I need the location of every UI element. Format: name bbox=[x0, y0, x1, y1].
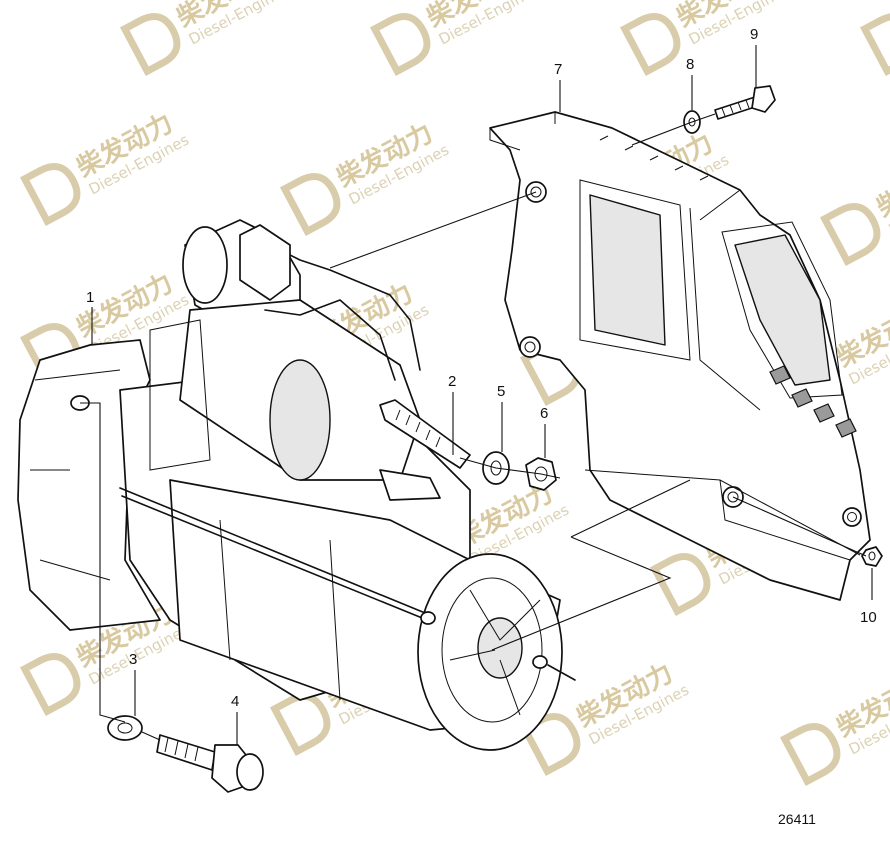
watermark-logo-icon bbox=[519, 712, 581, 776]
callout-8: 8 bbox=[686, 56, 694, 73]
watermark-logo-icon bbox=[779, 722, 841, 786]
mounting-bracket bbox=[489, 111, 871, 601]
callout-3: 3 bbox=[129, 651, 137, 668]
watermark-logo-icon bbox=[119, 12, 181, 76]
bolt-9 bbox=[714, 85, 776, 120]
watermark-cn-text: 柴发动力 bbox=[871, 147, 890, 224]
callout-7: 7 bbox=[554, 61, 562, 78]
figure-number: 26411 bbox=[778, 811, 816, 827]
starter-motor bbox=[17, 219, 576, 751]
callout-9: 9 bbox=[750, 26, 758, 43]
watermark-logo-icon bbox=[649, 552, 711, 616]
watermark-logo-icon bbox=[819, 202, 881, 266]
assembly-lines bbox=[80, 45, 873, 745]
watermark-logo-icon bbox=[369, 12, 431, 76]
callout-4: 4 bbox=[231, 693, 239, 710]
watermark-logo-icon bbox=[619, 12, 681, 76]
washer-3 bbox=[107, 715, 143, 741]
callout-6: 6 bbox=[540, 405, 548, 422]
watermark-logo-icon bbox=[19, 162, 81, 226]
callout-2: 2 bbox=[448, 373, 456, 390]
callout-labels: 1 2 3 4 5 6 7 8 9 10 bbox=[86, 26, 877, 710]
nut-10 bbox=[861, 546, 883, 567]
callout-10: 10 bbox=[860, 609, 877, 626]
bolt-4 bbox=[156, 734, 264, 793]
watermark-logo-icon bbox=[279, 172, 341, 236]
watermark-logo-icon bbox=[859, 12, 890, 76]
callout-1: 1 bbox=[86, 289, 94, 306]
watermark-logo-icon bbox=[19, 652, 81, 716]
callout-5: 5 bbox=[497, 383, 505, 400]
